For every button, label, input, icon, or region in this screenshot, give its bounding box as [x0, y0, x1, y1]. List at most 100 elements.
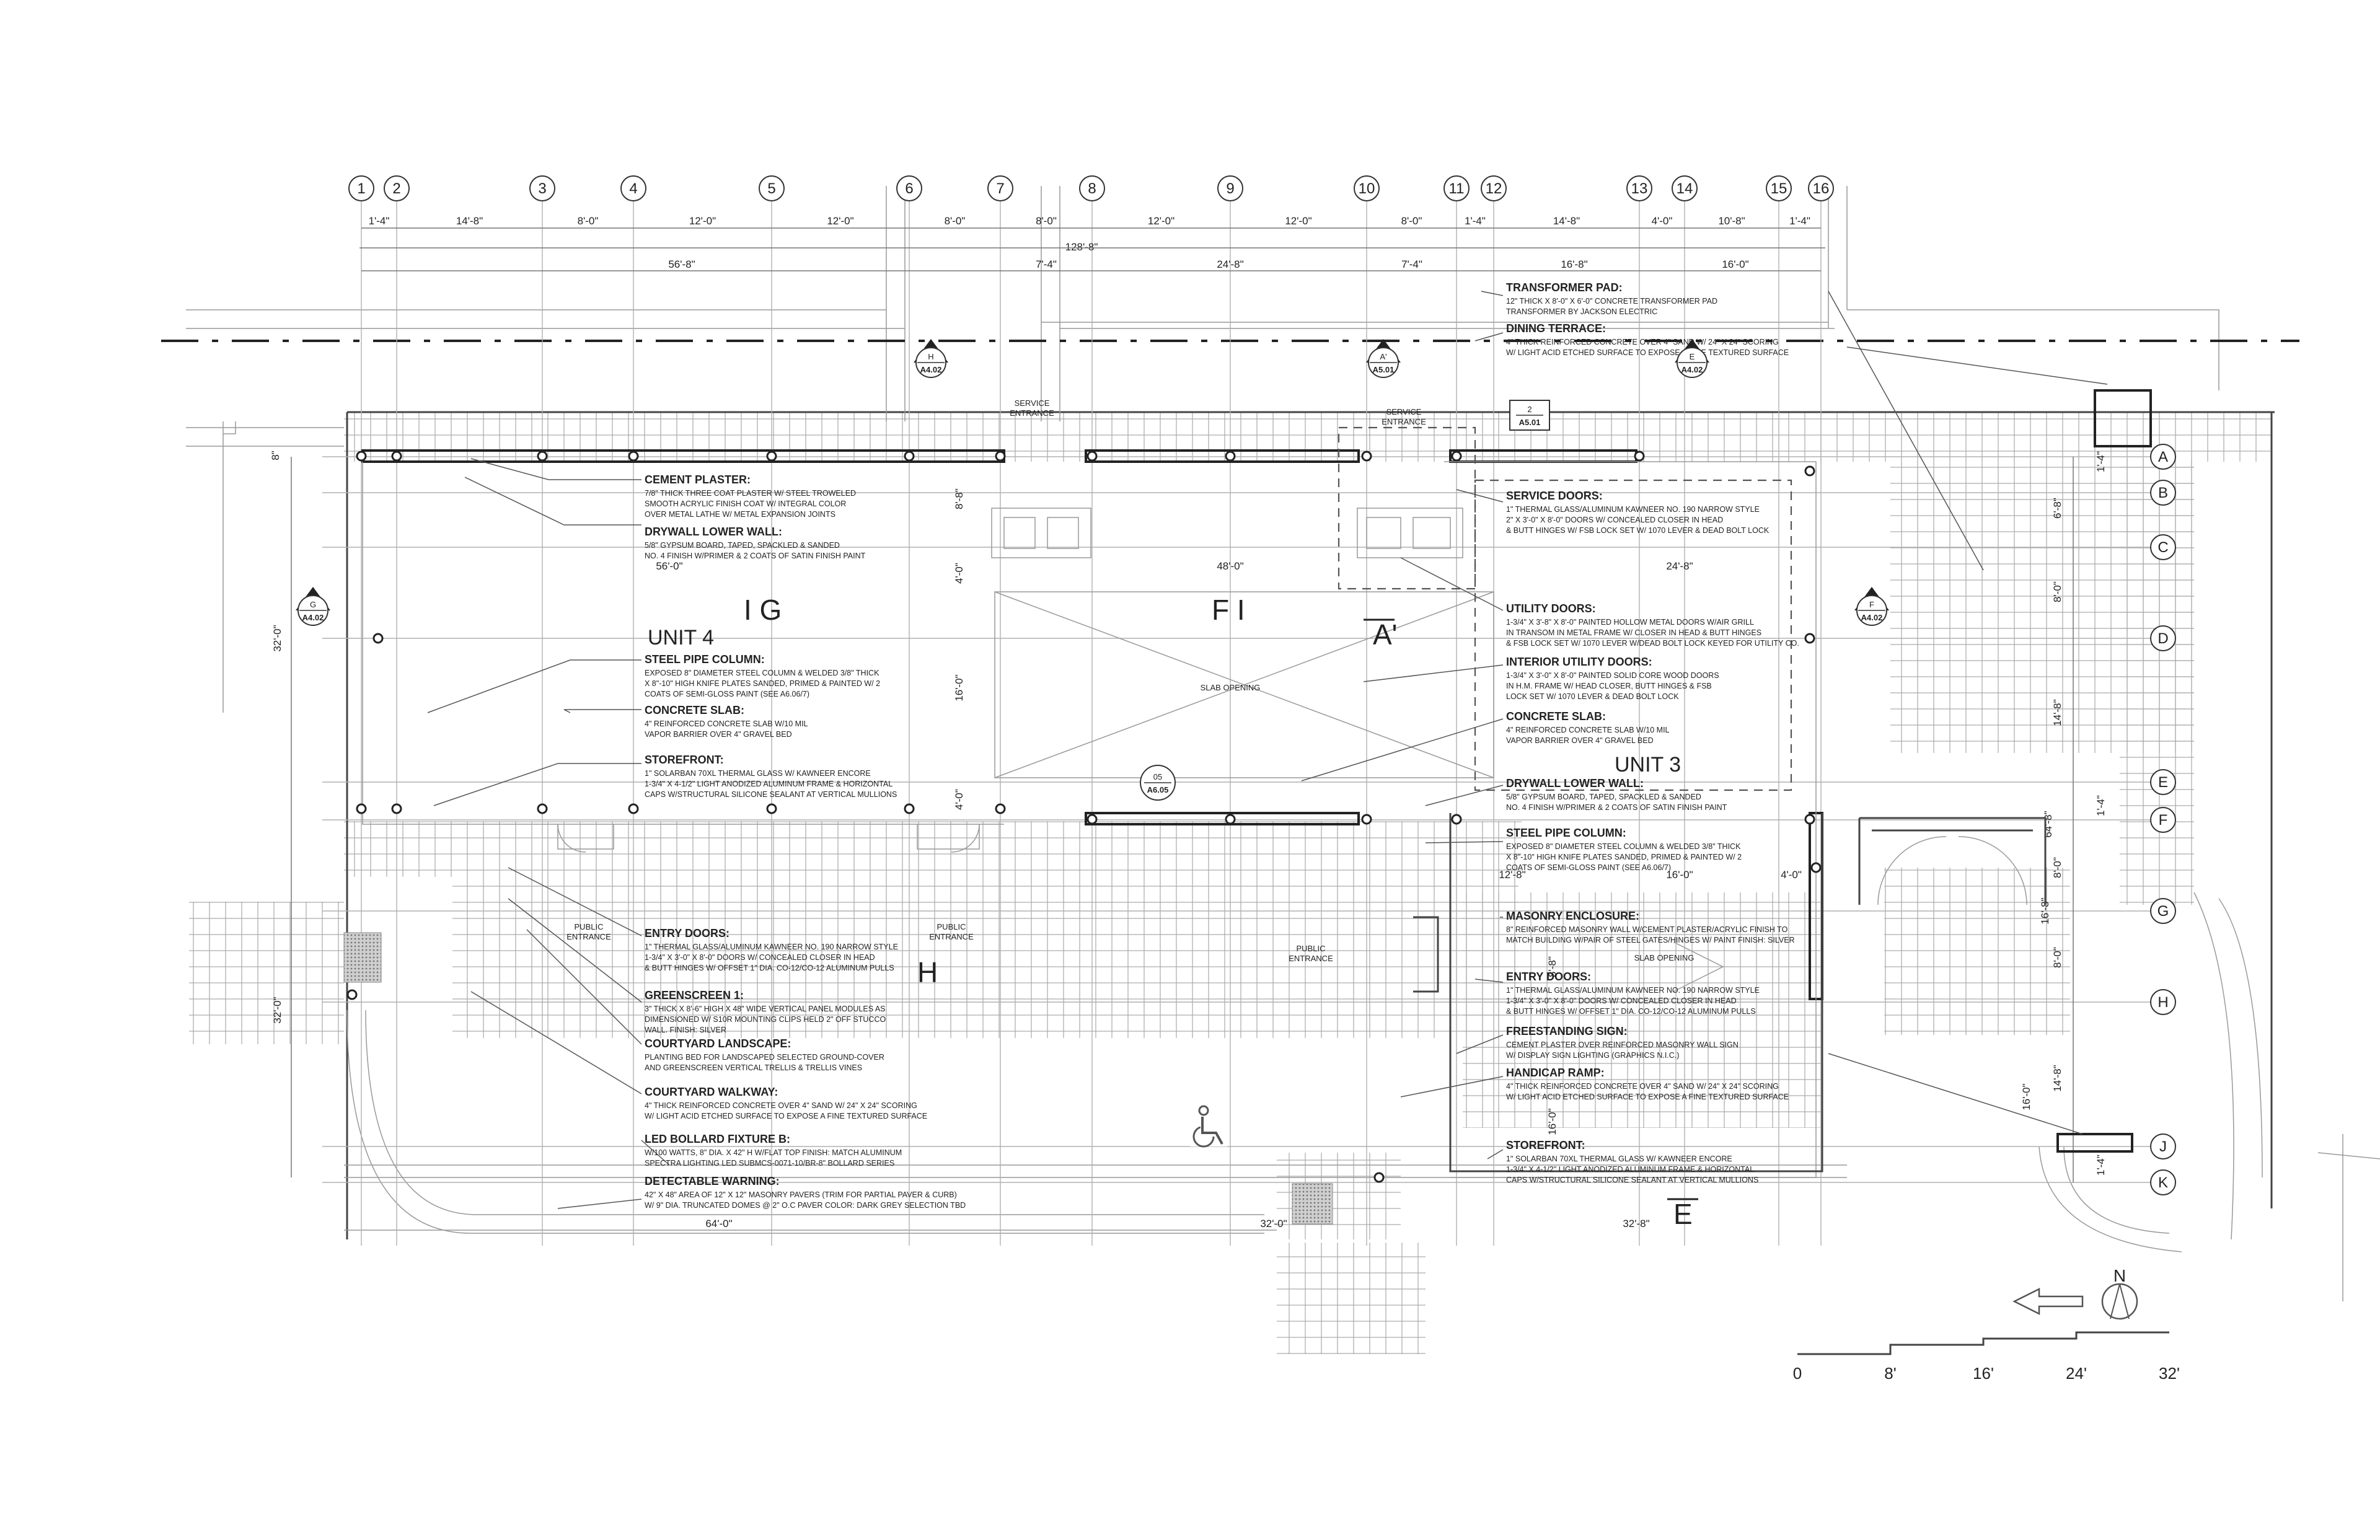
- notes_left-line-0-0: 7/8" THICK THREE COAT PLASTER W/ STEEL T…: [645, 489, 856, 498]
- notes_right-line-12-2: CAPS W/STRUCTURAL SILICONE SEALANT AT VE…: [1506, 1176, 1758, 1184]
- dim-top-12: 4'-0": [1652, 215, 1673, 227]
- column-2: [537, 451, 548, 462]
- column-12: [356, 803, 367, 814]
- grid-label-col-9: 9: [1226, 180, 1234, 197]
- grid-label-row-G: G: [2157, 903, 2169, 920]
- notes_bottom-line-1-2: WALL. FINISH: SILVER: [645, 1026, 726, 1034]
- section-markers: HA4.02A'A5.01EA4.02GA4.02FA4.022A5.0105A…: [296, 339, 1889, 801]
- notes_bottom-title-5: DETECTABLE WARNING:: [645, 1175, 780, 1187]
- north-label: N: [2113, 1266, 2126, 1285]
- section-letter-1: F I: [1212, 594, 1245, 626]
- note-leaders: [427, 291, 2108, 1209]
- notes_right-line-4-0: 1-3/4" X 3'-0" X 8'-0" PAINTED SOLID COR…: [1506, 671, 1719, 680]
- dim-third-1: 7'-4": [1036, 258, 1057, 270]
- grid-bubble-col-13: [1626, 175, 1652, 201]
- notes_bottom-line-4-1: SPECTRA LIGHTING LED SUBMCS-0071-10/BR-8…: [645, 1159, 894, 1168]
- notes_right-title-11: HANDICAP RAMP:: [1506, 1067, 1605, 1079]
- notes_left-line-3-0: 4" REINFORCED CONCRETE SLAB W/10 MIL: [645, 719, 808, 728]
- section-marker-bottom-0: A4.02: [920, 365, 942, 374]
- entrance-label-1-b: ENTRANCE: [1382, 417, 1426, 426]
- notes_bottom-line-1-0: 3" THICK X 8'-6" HIGH X 48" WIDE VERTICA…: [645, 1005, 886, 1013]
- column-14: [537, 803, 548, 814]
- grid-label-col-1: 1: [357, 180, 365, 197]
- notes_bottom-line-4-0: W/100 WATTS, 8" DIA. X 42" H W/FLAT TOP …: [645, 1148, 902, 1157]
- notes_bottom-line-0-0: 1" THERMAL GLASS/ALUMINUM KAWNEER NO. 19…: [645, 943, 898, 951]
- notes_bottom-line-5-0: 42" X 48" AREA OF 12" X 12" MASONRY PAVE…: [645, 1190, 957, 1199]
- dim-top-13: 10'-8": [1718, 215, 1745, 227]
- notes_bottom-line-2-0: PLANTING BED FOR LANDSCAPED SELECTED GRO…: [645, 1053, 884, 1062]
- column-24: [1804, 633, 1815, 644]
- grid-label-col-2: 2: [392, 180, 400, 197]
- dimension-column-right: 1'-4"6'-8"8'-0"14'-8"1'-4"64'-8"8'-0"16'…: [2021, 451, 2107, 1182]
- notes_left-line-4-1: 1-3/4" X 4-1/2" LIGHT ANODIZED ALUMINUM …: [645, 780, 892, 788]
- notes_right-title-4: INTERIOR UTILITY DOORS:: [1506, 656, 1652, 668]
- grid-bubble-row-G: [2150, 898, 2176, 924]
- notes_right-line-10-1: W/ DISPLAY SIGN LIGHTING (GRAPHICS N.I.C…: [1506, 1051, 1679, 1060]
- notes_left-line-3-1: VAPOR BARRIER OVER 4" GRAVEL BED: [645, 730, 792, 739]
- notes_right-line-5-1: VAPOR BARRIER OVER 4" GRAVEL BED: [1506, 736, 1654, 745]
- dim-interior-0: 8'-8": [953, 488, 965, 509]
- dim-top-11: 14'-8": [1553, 215, 1580, 227]
- dim-third-2: 24'-8": [1217, 258, 1243, 270]
- notes_left-title-0: CEMENT PLASTER:: [645, 473, 751, 486]
- section-marker-bottom-2: A4.02: [1681, 365, 1703, 374]
- dim-bottom-2: 32'-8": [1623, 1218, 1649, 1230]
- notes_right-title-8: MASONRY ENCLOSURE:: [1506, 910, 1639, 922]
- column-26: [1804, 814, 1815, 825]
- section-marker-top-5: 2: [1527, 405, 1532, 414]
- dimension-misc: 8"32'-0"32'-0"8'-8"4'-0"16'-0"4'-0"56'-0…: [270, 451, 1802, 1230]
- grid-bubble-row-K: [2150, 1169, 2176, 1195]
- site-outline: [186, 186, 2380, 1301]
- dim-interior-8: 16'-0": [1666, 869, 1693, 881]
- column-9: [1361, 451, 1372, 462]
- dim-right-8: 8'-0": [2052, 947, 2063, 968]
- notes-right-group: TRANSFORMER PAD:12" THICK X 8'-0" X 6'-0…: [1506, 281, 1799, 1184]
- room-label-unit3: UNIT 3: [1615, 753, 1681, 777]
- section-marker-top-1: A': [1380, 352, 1386, 361]
- grid-bubble-col-5: [759, 175, 785, 201]
- grid-bubble-row-D: [2150, 625, 2176, 651]
- grid-label-row-D: D: [2157, 630, 2168, 647]
- slab-opening-label: SLAB OPENING: [1201, 683, 1261, 692]
- dim-right-10: 16'-0": [2021, 1083, 2032, 1110]
- column-8: [1225, 451, 1236, 462]
- column-23: [372, 633, 384, 644]
- dim-third-0: 56'-8": [668, 258, 695, 270]
- grid-bubble-col-8: [1079, 175, 1105, 201]
- notes_left-line-2-2: COATS OF SEMI-GLOSS PAINT (SEE A6.06/7): [645, 690, 809, 698]
- dim-right-4: 1'-4": [2095, 795, 2107, 816]
- grid-label-col-12: 12: [1486, 180, 1502, 197]
- grid-bubble-col-2: [384, 175, 410, 201]
- notes_left-title-4: STOREFRONT:: [645, 754, 724, 766]
- notes_right-line-12-0: 1" SOLARBAN 70XL THERMAL GLASS W/ KAWNEE…: [1506, 1155, 1732, 1163]
- grid-label-col-10: 10: [1359, 180, 1375, 197]
- notes_right-line-9-1: 1-3/4" X 3'-0" X 8'-0" DOORS W/ CONCEALE…: [1506, 997, 1737, 1005]
- grid-bubble-col-16: [1808, 175, 1834, 201]
- column-0: [356, 451, 367, 462]
- grid-bubble-col-1: [348, 175, 374, 201]
- section-marker-bottom-4: A4.02: [1861, 613, 1883, 622]
- column-3: [628, 451, 639, 462]
- scale-label-4: 32': [2159, 1364, 2180, 1383]
- dim-top-9: 8'-0": [1401, 215, 1422, 227]
- dim-top-3: 12'-0": [689, 215, 716, 227]
- notes_right-line-7-2: COATS OF SEMI-GLOSS PAINT (SEE A6.06/7): [1506, 863, 1671, 872]
- scale-label-2: 16': [1973, 1364, 1994, 1383]
- grid-label-col-3: 3: [538, 180, 546, 197]
- notes_right-line-1-0: 4" THICK REINFORCED CONCRETE OVER 4" SAN…: [1506, 338, 1779, 346]
- column-13: [391, 803, 402, 814]
- notes_left-line-4-0: 1" SOLARBAN 70XL THERMAL GLASS W/ KAWNEE…: [645, 769, 871, 778]
- dim-top-0: 1'-4": [369, 215, 390, 227]
- dim-right-7: 16'-8": [2039, 897, 2051, 924]
- notes_left-line-1-1: NO. 4 FINISH W/PRIMER & 2 COATS OF SATIN…: [645, 552, 866, 560]
- column-7: [1086, 451, 1098, 462]
- grid-bubble-col-12: [1481, 175, 1507, 201]
- column-27: [346, 989, 358, 1000]
- dim-interior-7: 12'-8": [1499, 869, 1525, 881]
- dim-left-1: 32'-0": [271, 625, 283, 651]
- notes_left-line-2-1: X 8"-10" HIGH KNIFE PLATES SANDED, PRIME…: [645, 679, 880, 688]
- dim-right-0: 1'-4": [2095, 451, 2107, 472]
- notes_bottom-title-4: LED BOLLARD FIXTURE B:: [645, 1133, 790, 1145]
- notes_right-title-5: CONCRETE SLAB:: [1506, 710, 1606, 723]
